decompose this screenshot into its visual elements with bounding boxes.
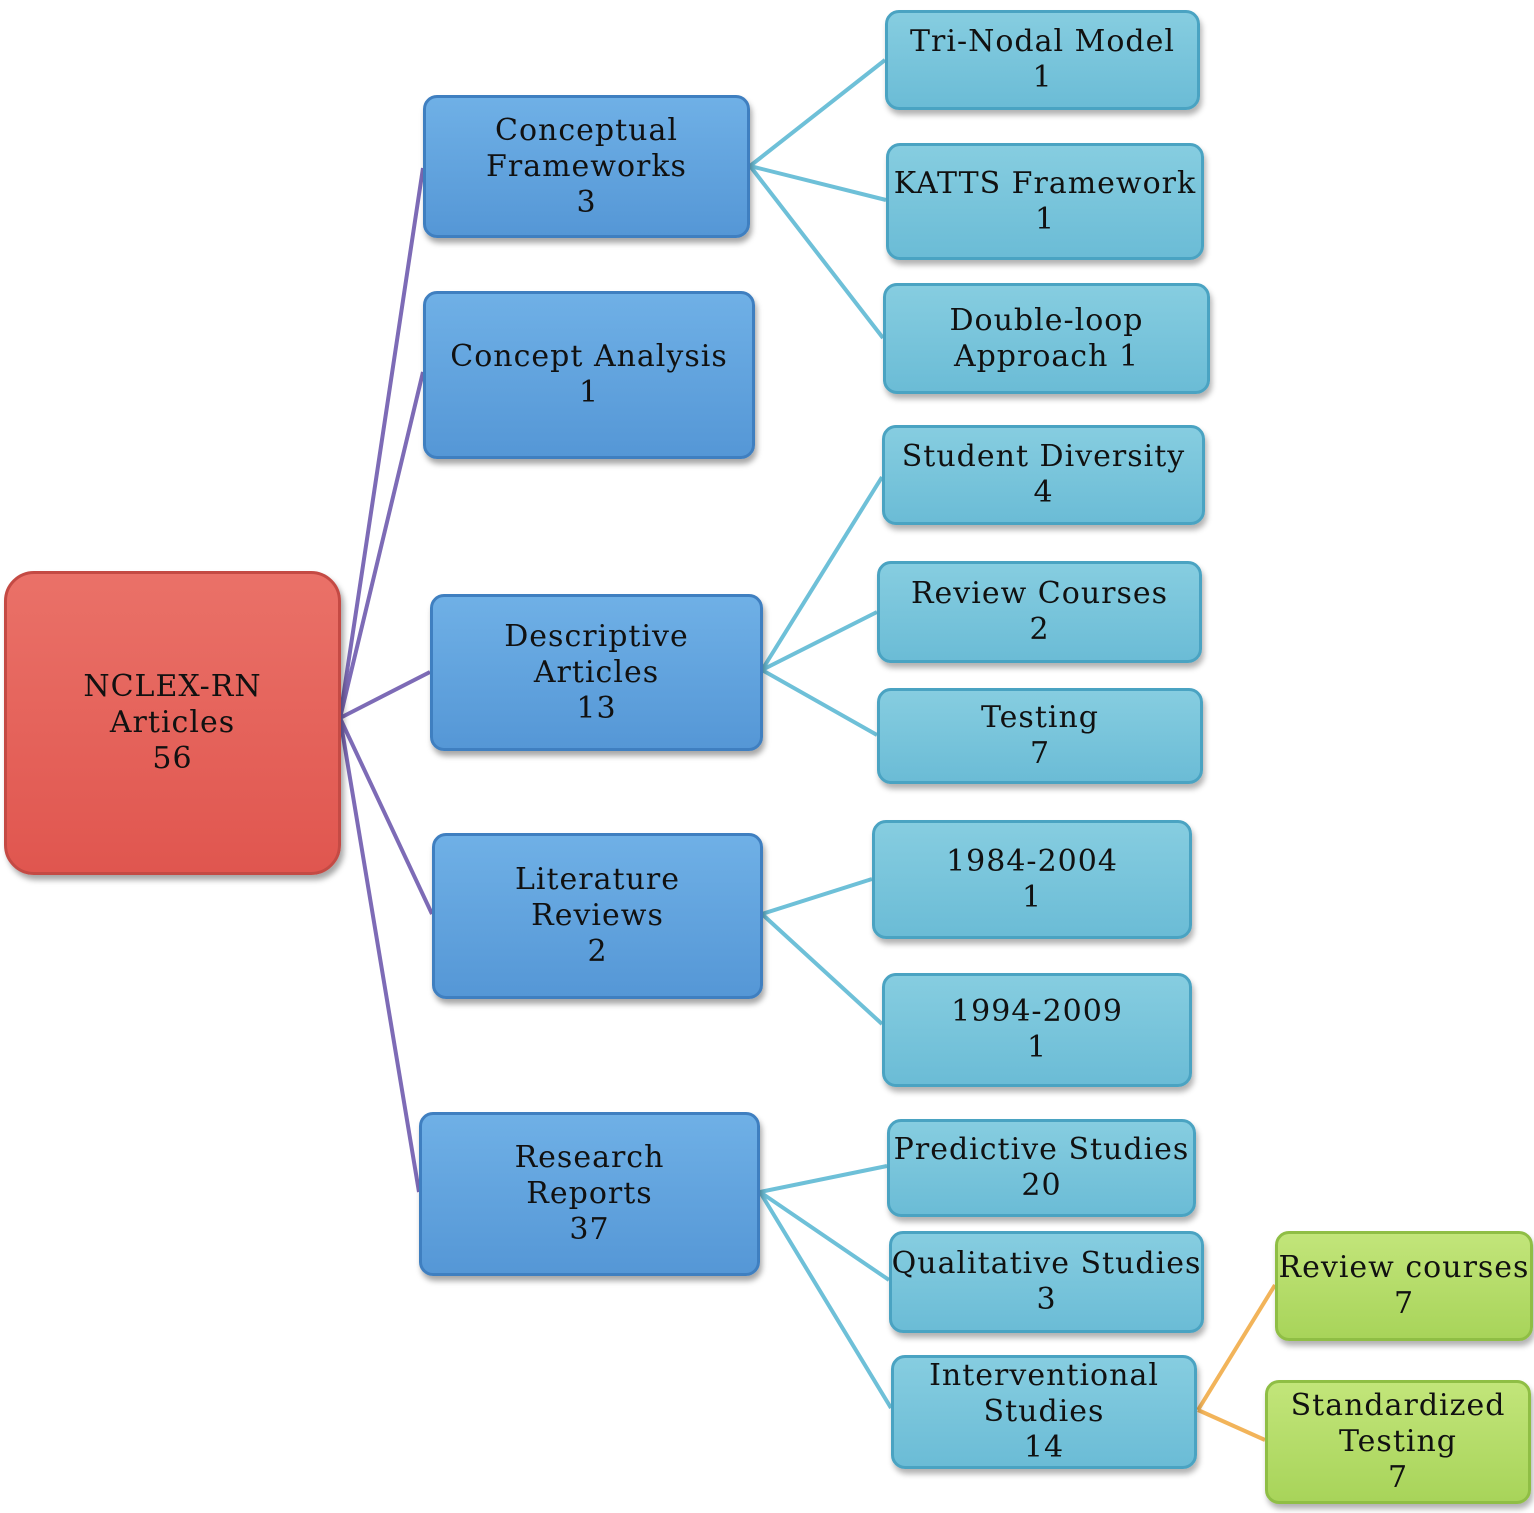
node-label-line: 2 (587, 934, 608, 969)
node-label-line: 13 (576, 690, 617, 726)
node-label-line: 37 (569, 1212, 610, 1247)
node-label-line: 56 (152, 741, 193, 776)
node-label-line: Review courses (1278, 1250, 1530, 1285)
node-label-line: Research (514, 1140, 665, 1175)
connector-root-descriptive (339, 670, 431, 720)
node-label-line: 20 (1021, 1168, 1062, 1203)
node-label-line: 1 (578, 375, 600, 410)
node-label-line: 2 (1029, 612, 1050, 647)
node-label-line: Literature (514, 862, 681, 897)
node-label-line: Articles (533, 654, 660, 690)
connector-conceptual-katts (749, 164, 887, 202)
node-label-line: Testing (980, 700, 1099, 735)
node-interventional-studies: Interventional Studies 14 (891, 1355, 1197, 1469)
node-label-line: Descriptive (504, 618, 689, 654)
connector-root-conceptual (338, 167, 425, 719)
node-research-reports: Research Reports 37 (419, 1112, 760, 1276)
node-label-line: Standardized (1290, 1388, 1506, 1423)
node-conceptual-frameworks: Conceptual Frameworks 3 (423, 95, 750, 238)
connector-research-predictive (759, 1164, 888, 1194)
connector-root-research (338, 717, 421, 1193)
node-standardized-testing: Standardized Testing 7 (1265, 1380, 1531, 1504)
node-label-line: 7 (1393, 1286, 1415, 1321)
node-predictive-studies: Predictive Studies 20 (887, 1119, 1196, 1217)
node-label-line: 14 (1023, 1430, 1065, 1465)
connector-interventional-standardized (1197, 1408, 1266, 1442)
node-katts-framework: KATTS Framework 1 (886, 143, 1204, 260)
node-label-line: NCLEX-RN (83, 669, 262, 704)
node-label-line: KATTS Framework (893, 165, 1197, 201)
node-label-line: Testing (1338, 1424, 1457, 1459)
node-label-line: 7 (1029, 736, 1051, 771)
node-testing: Testing 7 (877, 688, 1203, 784)
node-label-line: Studies (983, 1394, 1105, 1429)
connector-conceptual-doubleloop (748, 164, 885, 340)
node-label-line: 1 (1026, 1030, 1048, 1065)
node-label-line: Reports (526, 1176, 653, 1211)
connector-descriptive-testing (761, 668, 878, 737)
node-label-line: Predictive Studies (893, 1132, 1190, 1167)
node-label-line: 4 (1033, 475, 1054, 510)
connector-root-concept-analysis (338, 371, 425, 719)
node-label-line: 1 (1021, 879, 1043, 915)
connector-descriptive-review (761, 610, 878, 672)
node-label-line: 3 (576, 184, 597, 220)
node-label-line: 1 (1032, 60, 1053, 95)
connector-descriptive-diversity (760, 475, 884, 672)
node-label-line: Articles (109, 705, 236, 740)
node-student-diversity: Student Diversity 4 (882, 425, 1205, 525)
node-literature-reviews: Literature Reviews 2 (432, 833, 763, 999)
connector-root-literature (338, 717, 434, 915)
node-descriptive-articles: Descriptive Articles 13 (430, 594, 763, 751)
node-label-line: Qualitative Studies (891, 1246, 1202, 1281)
connector-literature-1994 (760, 912, 884, 1026)
node-review-courses: Review Courses 2 (877, 561, 1202, 663)
connector-literature-1984 (761, 877, 873, 916)
node-label-line: 3 (1036, 1282, 1057, 1317)
node-label-line: Concept Analysis (450, 339, 728, 374)
node-label-line: 1 (1034, 201, 1056, 237)
connector-conceptual-trinodal (748, 58, 887, 168)
node-label-line: Conceptual (495, 112, 678, 148)
node-1994-2009: 1994-2009 1 (882, 973, 1192, 1087)
connector-interventional-review (1196, 1283, 1277, 1412)
node-label-line: Interventional (929, 1358, 1159, 1393)
node-label-line: Student Diversity (901, 439, 1186, 474)
node-label-line: 7 (1387, 1460, 1409, 1495)
node-label-line: Tri-Nodal Model (910, 24, 1175, 59)
node-concept-analysis: Concept Analysis 1 (423, 291, 755, 459)
connector-research-interventional (758, 1190, 893, 1410)
node-label-line: Reviews (531, 898, 664, 933)
node-qualitative-studies: Qualitative Studies 3 (889, 1231, 1204, 1333)
node-label-line: Review Courses (910, 576, 1169, 611)
node-label-line: Approach 1 (953, 338, 1140, 374)
node-double-loop-approach: Double-loop Approach 1 (883, 283, 1210, 394)
node-label-line: 1994-2009 (951, 994, 1123, 1029)
root-node-nclex-rn-articles: NCLEX-RN Articles 56 (4, 571, 341, 875)
node-tri-nodal-model: Tri-Nodal Model 1 (885, 10, 1200, 110)
node-1984-2004: 1984-2004 1 (872, 820, 1192, 939)
node-label-line: 1984-2004 (946, 843, 1118, 879)
node-label-line: Double-loop (949, 302, 1144, 338)
node-label-line: Frameworks (486, 148, 687, 184)
connector-research-qualitative (758, 1190, 891, 1282)
node-review-courses-7: Review courses 7 (1275, 1231, 1533, 1341)
